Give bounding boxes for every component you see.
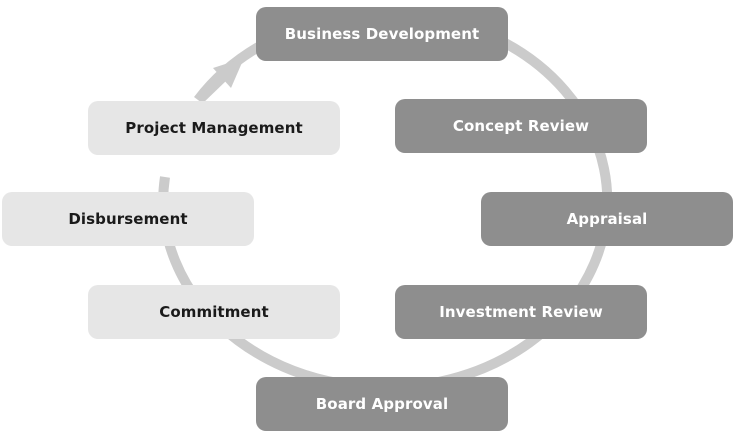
arrow-shaft — [195, 70, 230, 104]
stage-label: Disbursement — [68, 210, 188, 228]
stage-business-development: Business Development — [256, 7, 508, 61]
stage-label: Business Development — [284, 25, 480, 43]
stage-commitment: Commitment — [88, 285, 340, 339]
stage-disbursement: Disbursement — [2, 192, 254, 246]
stage-label: Appraisal — [566, 210, 648, 228]
stage-label: Investment Review — [439, 303, 603, 321]
stage-appraisal: Appraisal — [481, 192, 733, 246]
stage-label: Project Management — [125, 119, 303, 137]
stage-concept-review: Concept Review — [395, 99, 647, 153]
stage-investment-review: Investment Review — [395, 285, 647, 339]
arrow-up-right-icon — [213, 58, 244, 88]
stage-label: Commitment — [159, 303, 269, 321]
stage-label: Board Approval — [315, 395, 449, 413]
stage-board-approval: Board Approval — [256, 377, 508, 431]
stage-label: Concept Review — [452, 117, 590, 135]
stage-project-management: Project Management — [88, 101, 340, 155]
